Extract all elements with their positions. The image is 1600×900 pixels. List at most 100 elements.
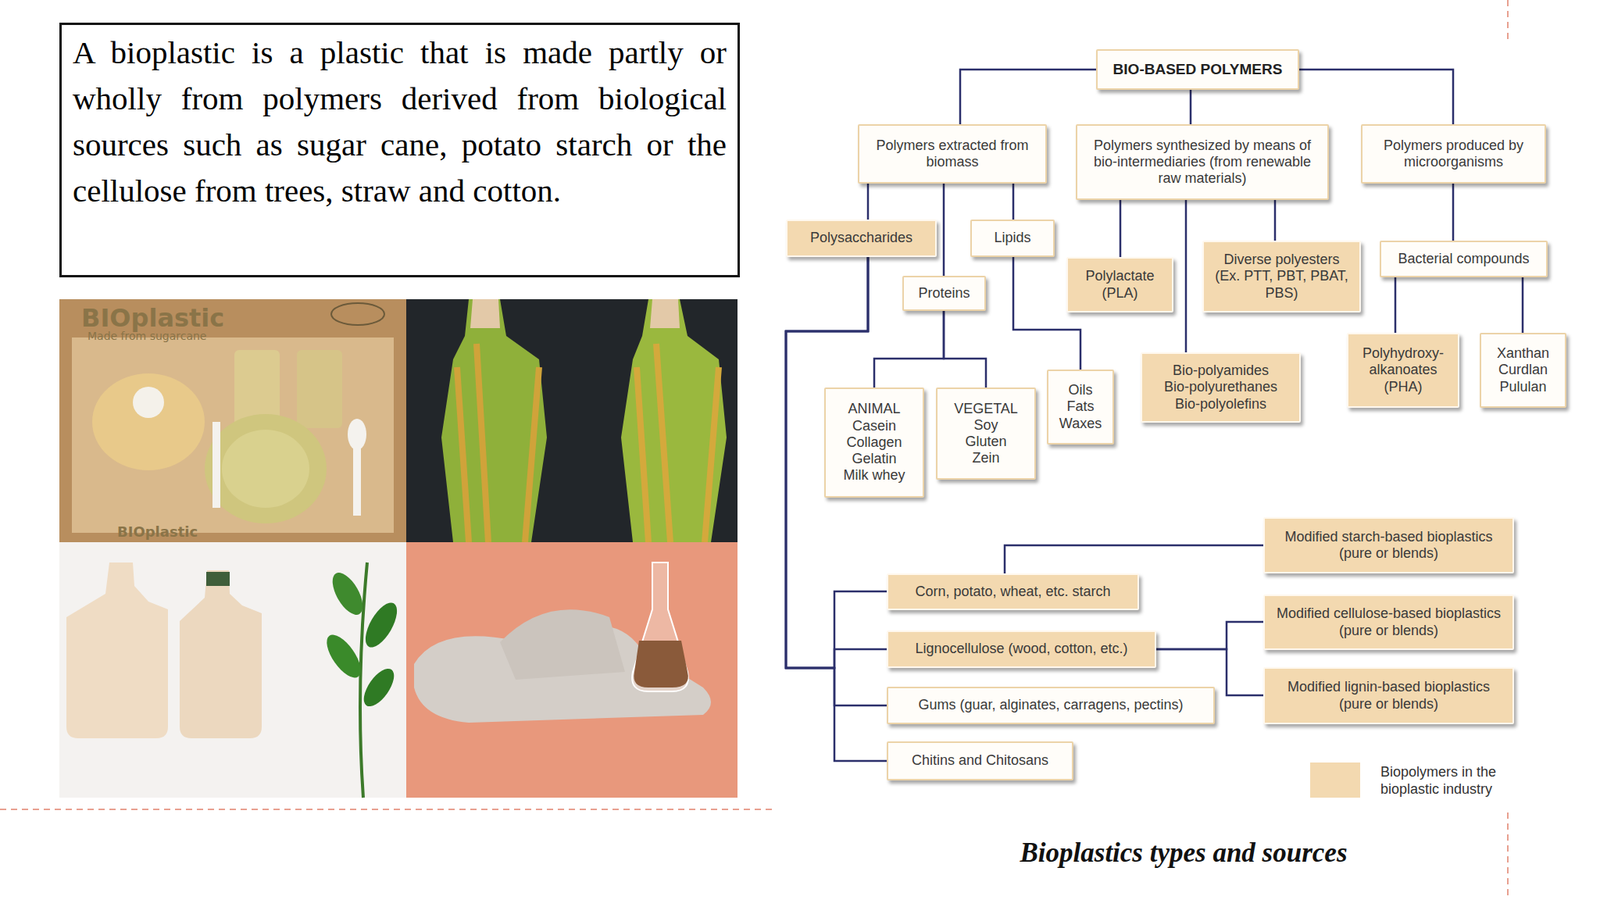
photo-background xyxy=(59,542,407,798)
bioplastic-box: Modified lignin-based bioplastics (pure … xyxy=(1263,667,1515,725)
photo-background xyxy=(59,299,407,543)
node-text: Corn, potato, wheat, etc. starch xyxy=(914,583,1111,600)
biopolymer-box: Polyhydroxy-alkanoates (PHA) xyxy=(1346,332,1460,408)
node-text: ANIMAL xyxy=(847,400,900,418)
root-box: BIO-BASED POLYMERS xyxy=(1096,49,1300,90)
plate xyxy=(204,414,327,524)
node-text: Gums (guar, alginates, carragens, pectin… xyxy=(917,696,1183,714)
node-text: Proteins xyxy=(917,285,970,302)
figure-caption: Bioplastics types and sources xyxy=(1019,837,1347,869)
class-box: Bacterial compounds xyxy=(1379,240,1548,278)
node-text: Polyhydroxy-alkanoates (PHA) xyxy=(1354,345,1452,396)
tree-connector xyxy=(942,183,946,276)
dashed-guide xyxy=(1507,812,1509,900)
brand-text: BIOplastic xyxy=(81,303,225,333)
tree-connector xyxy=(943,310,986,388)
class-box: Lipids xyxy=(970,219,1055,258)
node-text: A bioplastic is a plastic that is made p… xyxy=(72,29,727,215)
node-text: Polymers produced by microorganisms xyxy=(1368,137,1539,171)
bioplastic-box: Modified starch-based bioplastics (pure … xyxy=(1263,517,1515,574)
node-text: VEGETAL xyxy=(953,400,1018,418)
tree-connector xyxy=(1185,200,1188,353)
photo-dress xyxy=(406,299,738,543)
source-box: Gums (guar, alginates, carragens, pectin… xyxy=(886,686,1215,725)
slipper-strap xyxy=(500,609,625,680)
photo-bottles xyxy=(59,542,407,798)
mannequin-neck xyxy=(650,299,680,329)
bowl-lid xyxy=(132,386,165,418)
biopolymer-box: Bio-polyamides Bio-polyurethanes Bio-pol… xyxy=(1140,352,1301,423)
node-text: Bio-polyamides Bio-polyurethanes Bio-pol… xyxy=(1148,362,1293,413)
bottle xyxy=(179,570,262,739)
node-text: Chitins and Chitosans xyxy=(911,752,1049,769)
node-text: Polymers synthesized by means of bio-int… xyxy=(1083,137,1322,188)
bottle-cap xyxy=(206,571,230,586)
legend-text: Biopolymers in the bioplastic industry xyxy=(1380,764,1537,798)
tree-connector xyxy=(1189,89,1193,125)
example-box: Xanthan Curdlan Pululan xyxy=(1479,332,1567,408)
amber-strips xyxy=(636,343,719,543)
photo-slipper xyxy=(406,542,738,798)
tree-connector xyxy=(1452,183,1455,241)
node-text: Casein Collagen Gelatin Milk whey xyxy=(840,417,908,485)
flask xyxy=(632,562,689,692)
source-box: Corn, potato, wheat, etc. starch xyxy=(886,573,1140,611)
photo-background xyxy=(406,299,738,543)
class-box: Proteins xyxy=(902,275,986,311)
biopolymer-box: Polysaccharides xyxy=(785,219,937,258)
definition-box: A bioplastic is a plastic that is made p… xyxy=(59,22,740,278)
tree-connector xyxy=(867,183,870,220)
node-text: Lignocellulose (wood, cotton, etc.) xyxy=(914,640,1128,658)
flask-seeds xyxy=(633,640,688,688)
tree-connector xyxy=(1394,277,1397,333)
tree-connector xyxy=(1012,183,1015,220)
node-text: Modified lignin-based bioplastics (pure … xyxy=(1271,678,1507,712)
source-box: Chitins and Chitosans xyxy=(886,741,1074,781)
dress-shape xyxy=(441,299,547,543)
node-text: Oils Fats Waxes xyxy=(1054,382,1107,433)
product-note: Made from sugarcane xyxy=(87,329,207,343)
dress-shape xyxy=(621,299,727,543)
biopolymer-box: Polylactate (PLA) xyxy=(1066,257,1174,313)
legend-swatch xyxy=(1310,762,1361,798)
dashed-guide xyxy=(1507,0,1509,43)
node-text: Diverse polyesters (Ex. PTT, PBT, PBAT, … xyxy=(1210,251,1354,302)
tree-connector xyxy=(960,69,1097,125)
cardboard-tray xyxy=(71,337,394,533)
node-text: BIO-BASED POLYMERS xyxy=(1113,60,1283,79)
photo-background xyxy=(406,542,738,798)
mannequin-neck xyxy=(470,299,500,329)
tree-connector xyxy=(785,257,887,761)
example-box: Oils Fats Waxes xyxy=(1046,369,1115,445)
tree-connector xyxy=(874,310,944,388)
category-box: Polymers extracted from biomass xyxy=(857,124,1047,184)
tree-connector xyxy=(1274,200,1277,241)
tree-connector xyxy=(1521,277,1525,333)
node-text: Soy Gluten Zein xyxy=(943,417,1029,468)
brand-text: BIOplastic xyxy=(117,523,198,540)
source-box: Lignocellulose (wood, cotton, etc.) xyxy=(886,630,1157,668)
biopolymer-box: Diverse polyesters (Ex. PTT, PBT, PBAT, … xyxy=(1202,240,1361,313)
leaf xyxy=(357,664,400,712)
tree-connector xyxy=(1299,69,1454,125)
cup xyxy=(296,350,343,429)
node-text: Modified starch-based bioplastics (pure … xyxy=(1271,528,1507,562)
brand-logo xyxy=(331,303,385,325)
photo-tableware xyxy=(59,299,407,543)
node-text: Polysaccharides xyxy=(810,229,913,247)
bottle xyxy=(66,562,168,739)
node-text: Xanthan Curdlan Pululan xyxy=(1487,345,1559,396)
node-text: Polylactate (PLA) xyxy=(1074,267,1166,301)
node-text: Bacterial compounds xyxy=(1397,250,1529,268)
tree-connector xyxy=(1119,200,1122,258)
fork xyxy=(212,421,221,508)
node-text: Lipids xyxy=(993,229,1031,247)
bowl xyxy=(92,373,205,471)
tree-connector xyxy=(1156,621,1264,650)
tree-connector xyxy=(1004,545,1264,574)
leaf xyxy=(320,629,368,683)
leaf xyxy=(359,597,404,652)
bioplastic-box: Modified cellulose-based bioplastics (pu… xyxy=(1263,594,1515,650)
category-box: Polymers produced by microorganisms xyxy=(1360,124,1547,184)
